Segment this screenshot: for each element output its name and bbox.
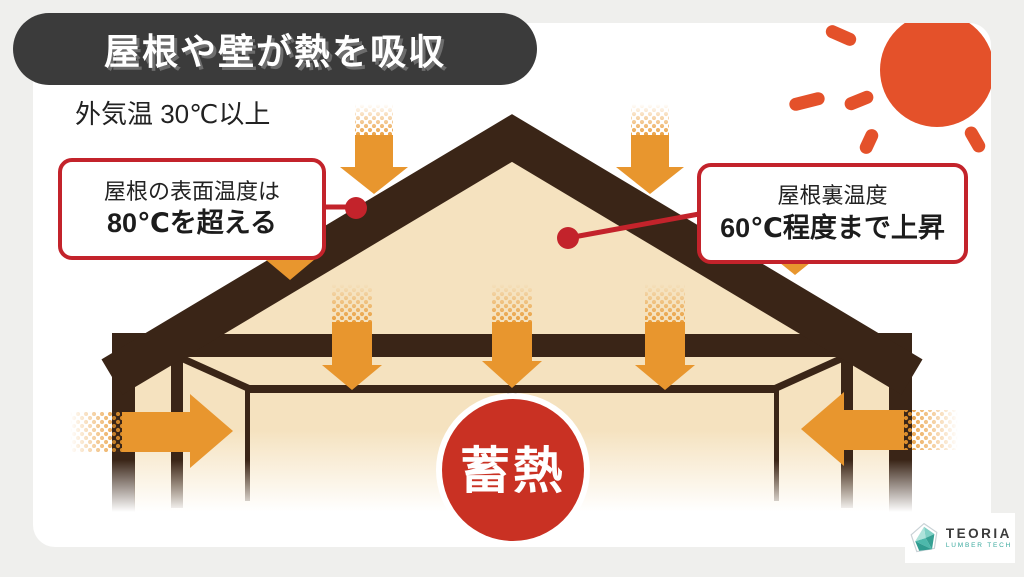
callout-line1: 屋根裏温度 <box>777 183 888 209</box>
room-corner-left <box>177 353 252 393</box>
callout-line1: 屋根の表面温度は <box>103 178 280 204</box>
attic-heat-arrows <box>322 284 695 390</box>
callout-attic-temp: 屋根裏温度 60℃程度まで上昇 <box>697 163 968 264</box>
side-arrow-icon <box>70 412 126 452</box>
down-arrow-icon <box>332 284 372 326</box>
page-title: 屋根や壁が熱を吸収 <box>103 31 446 72</box>
down-arrow-icon <box>492 284 532 326</box>
callout-line2: 60℃程度まで上昇 <box>720 212 945 243</box>
brand-logo: TEORIA LUMBER TECH <box>905 513 1015 563</box>
callout-roof-surface-temp: 屋根の表面温度は 80℃を超える <box>58 158 326 260</box>
side-arrow-icon <box>902 410 958 450</box>
heat-storage-label: 蓄熱 <box>460 443 566 499</box>
callout-line2: 80℃を超える <box>107 208 277 239</box>
title-banner: 屋根や壁が熱を吸収 <box>13 13 537 85</box>
room-corner-right <box>772 353 847 393</box>
logo-name: TEORIA <box>945 525 1012 541</box>
sun-core <box>880 23 991 127</box>
down-arrow-icon <box>645 284 685 326</box>
outside-temp-label: 外気温 30℃以上 <box>75 99 271 129</box>
heat-storage-badge: 蓄熱 <box>436 393 590 547</box>
down-arrow-icon <box>355 104 393 139</box>
roof <box>101 114 923 395</box>
connector-dot <box>345 197 367 219</box>
logo-subtitle: LUMBER TECH <box>945 542 1013 549</box>
back-line-notch <box>502 385 522 400</box>
wall-heat-arrows <box>70 392 958 468</box>
connector-dot <box>557 227 579 249</box>
callout-connectors <box>308 197 711 249</box>
logo-gem-icon <box>910 522 938 553</box>
down-arrow-icon <box>631 104 669 139</box>
